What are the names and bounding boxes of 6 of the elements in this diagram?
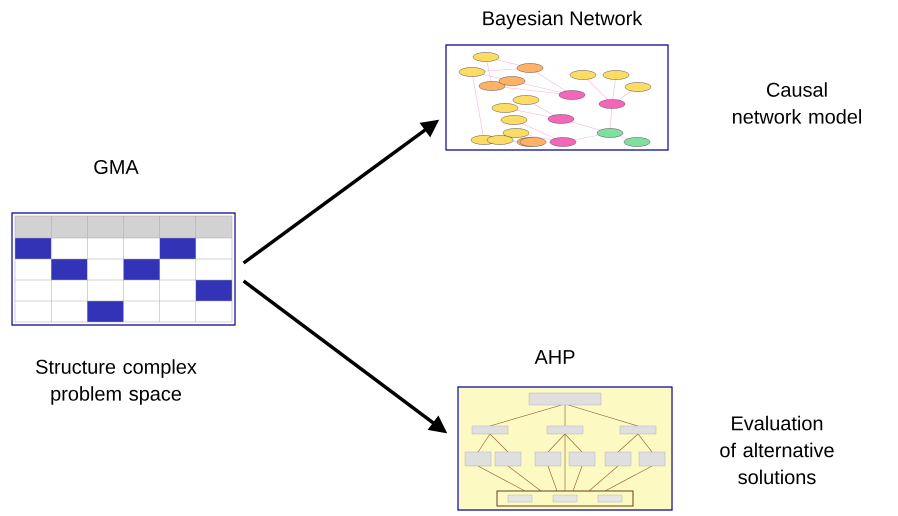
heading: AHP — [534, 350, 574, 364]
caption-text: Evaluation of alternative solutions — [720, 416, 834, 484]
heading: Bayesian Network — [483, 10, 642, 30]
caption-text: Structure complex problem space — [36, 359, 197, 405]
heading: GMA — [94, 160, 139, 174]
caption-text: Causal network model — [733, 82, 861, 124]
